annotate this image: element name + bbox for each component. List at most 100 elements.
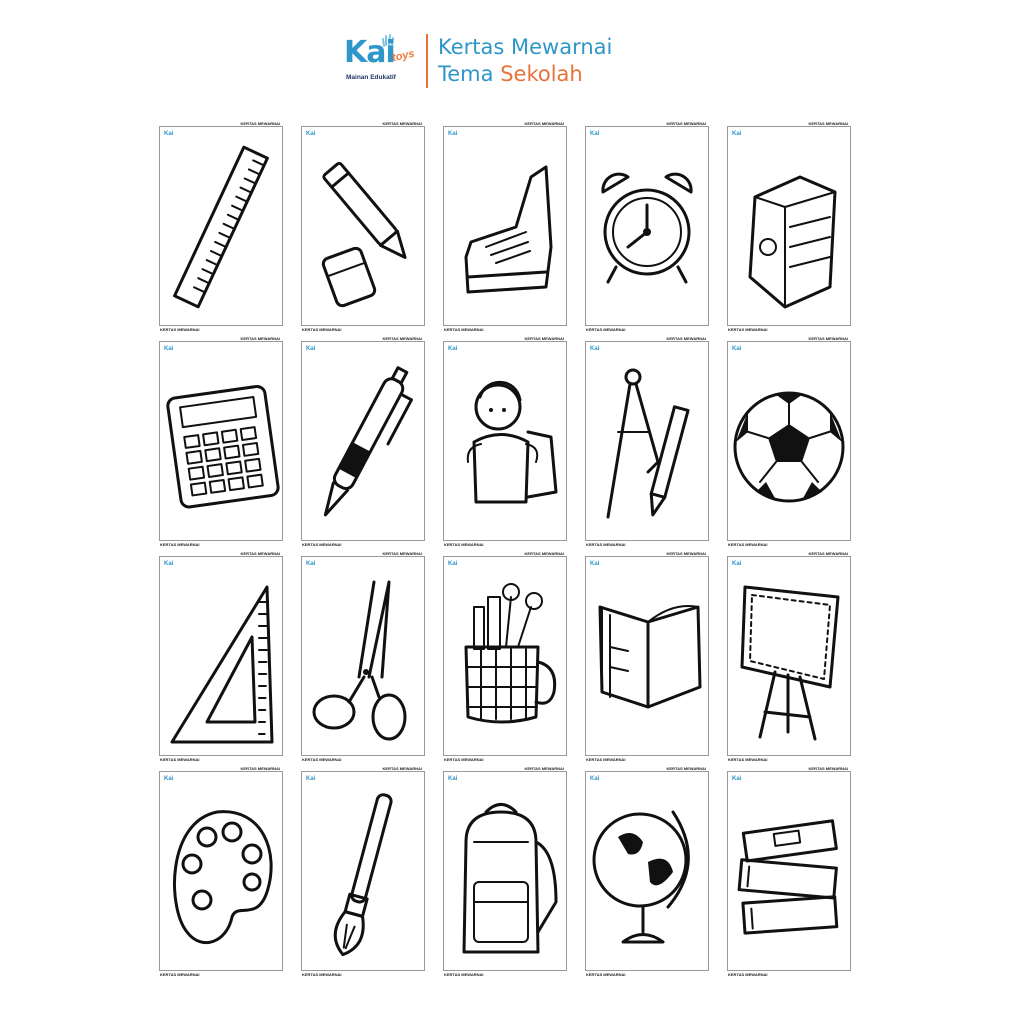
sheet-logo: Kai — [732, 776, 742, 782]
sheet-tag: KERTAS MEWARNAI — [524, 336, 564, 341]
pencil-cup-icon — [464, 583, 557, 724]
sheet-footer-tag: KERTAS MEWARNAI — [302, 972, 342, 977]
sheet-logo: Kai — [448, 561, 458, 567]
sheet-footer-tag: KERTAS MEWARNAI — [586, 757, 626, 762]
globe-icon — [592, 810, 690, 944]
book-icon — [598, 605, 702, 709]
alarm-clock-icon — [601, 172, 693, 284]
scissors-icon — [312, 580, 407, 741]
sheet-tag: KERTAS MEWARNAI — [524, 766, 564, 771]
sheet-tag: KERTAS MEWARNAI — [240, 766, 280, 771]
sheet-footer-tag: KERTAS MEWARNAI — [302, 757, 342, 762]
compass-icon — [606, 368, 690, 519]
sheet-logo: Kai — [448, 131, 458, 137]
pen-icon — [323, 366, 413, 517]
paint-palette-icon — [173, 810, 273, 945]
calculator-icon — [166, 384, 280, 509]
sheet-footer-tag: KERTAS MEWARNAI — [586, 327, 626, 332]
shoe-icon — [464, 165, 553, 294]
sheet-footer-tag: KERTAS MEWARNAI — [728, 972, 768, 977]
sheet-tag: KERTAS MEWARNAI — [382, 336, 422, 341]
sheet-footer-tag: KERTAS MEWARNAI — [444, 327, 484, 332]
sheet-tag: KERTAS MEWARNAI — [666, 121, 706, 126]
sheet-logo: Kai — [732, 346, 742, 352]
hand-icon — [382, 34, 394, 47]
sheet-tag: KERTAS MEWARNAI — [382, 551, 422, 556]
sheet-logo: Kai — [164, 776, 174, 782]
sheet-footer-tag: KERTAS MEWARNAI — [160, 972, 200, 977]
sheet-logo: Kai — [732, 131, 742, 137]
sheet-logo: Kai — [306, 346, 316, 352]
paintbrush-icon — [333, 793, 393, 957]
sheet-footer-tag: KERTAS MEWARNAI — [160, 542, 200, 547]
sheet-tag: KERTAS MEWARNAI — [240, 551, 280, 556]
sheet-tag: KERTAS MEWARNAI — [666, 336, 706, 341]
sheet-tag: KERTAS MEWARNAI — [382, 121, 422, 126]
sheet-logo: Kai — [732, 561, 742, 567]
sheet-tag: KERTAS MEWARNAI — [382, 766, 422, 771]
student-backpack-icon — [466, 380, 558, 504]
sheet-logo: Kai — [590, 131, 600, 137]
sheet-footer-tag: KERTAS MEWARNAI — [728, 327, 768, 332]
sheet-footer-tag: KERTAS MEWARNAI — [160, 327, 200, 332]
sheet-logo: Kai — [590, 561, 600, 567]
sheet-logo: Kai — [164, 346, 174, 352]
sheet-logo: Kai — [590, 346, 600, 352]
sheet-tag: KERTAS MEWARNAI — [808, 121, 848, 126]
sheet-footer-tag: KERTAS MEWARNAI — [444, 542, 484, 547]
sheet-tag: KERTAS MEWARNAI — [524, 551, 564, 556]
sheet-footer-tag: KERTAS MEWARNAI — [302, 542, 342, 547]
sheet-tag: KERTAS MEWARNAI — [808, 336, 848, 341]
pencil-eraser-icon — [321, 161, 407, 308]
header: Kai toys Mainan Edukatif Kertas Mewarnai… — [0, 0, 1012, 100]
sheet-logo: Kai — [448, 346, 458, 352]
sheet-footer-tag: KERTAS MEWARNAI — [160, 757, 200, 762]
set-square-icon — [170, 585, 274, 744]
sheet-logo: Kai — [164, 131, 174, 137]
book-stack-icon — [737, 819, 839, 935]
sheet-tag: KERTAS MEWARNAI — [666, 766, 706, 771]
logo-text: Kai — [344, 35, 396, 70]
sheet-logo: Kai — [306, 561, 316, 567]
page-title: Kertas Mewarnai Tema Sekolah — [438, 34, 612, 88]
sheet-tag: KERTAS MEWARNAI — [240, 336, 280, 341]
sharpener-icon — [748, 175, 837, 309]
sheet-footer-tag: KERTAS MEWARNAI — [728, 542, 768, 547]
sheet-logo: Kai — [590, 776, 600, 782]
soccer-ball-icon — [733, 391, 845, 503]
sheet-logo: Kai — [306, 131, 316, 137]
title-line-2-b: Sekolah — [500, 62, 583, 86]
sheet-tag: KERTAS MEWARNAI — [524, 121, 564, 126]
sheet-logo: Kai — [164, 561, 174, 567]
whiteboard-easel-icon — [740, 585, 840, 741]
logo-tagline: Mainan Edukatif — [346, 74, 396, 81]
sheet-tag: KERTAS MEWARNAI — [240, 121, 280, 126]
sheet-tag: KERTAS MEWARNAI — [808, 551, 848, 556]
sheet-footer-tag: KERTAS MEWARNAI — [302, 327, 342, 332]
header-divider — [426, 34, 428, 88]
sheet-tag: KERTAS MEWARNAI — [808, 766, 848, 771]
backpack-icon — [462, 803, 558, 954]
title-line-2-a: Tema — [438, 62, 501, 86]
sheet-footer-tag: KERTAS MEWARNAI — [444, 757, 484, 762]
